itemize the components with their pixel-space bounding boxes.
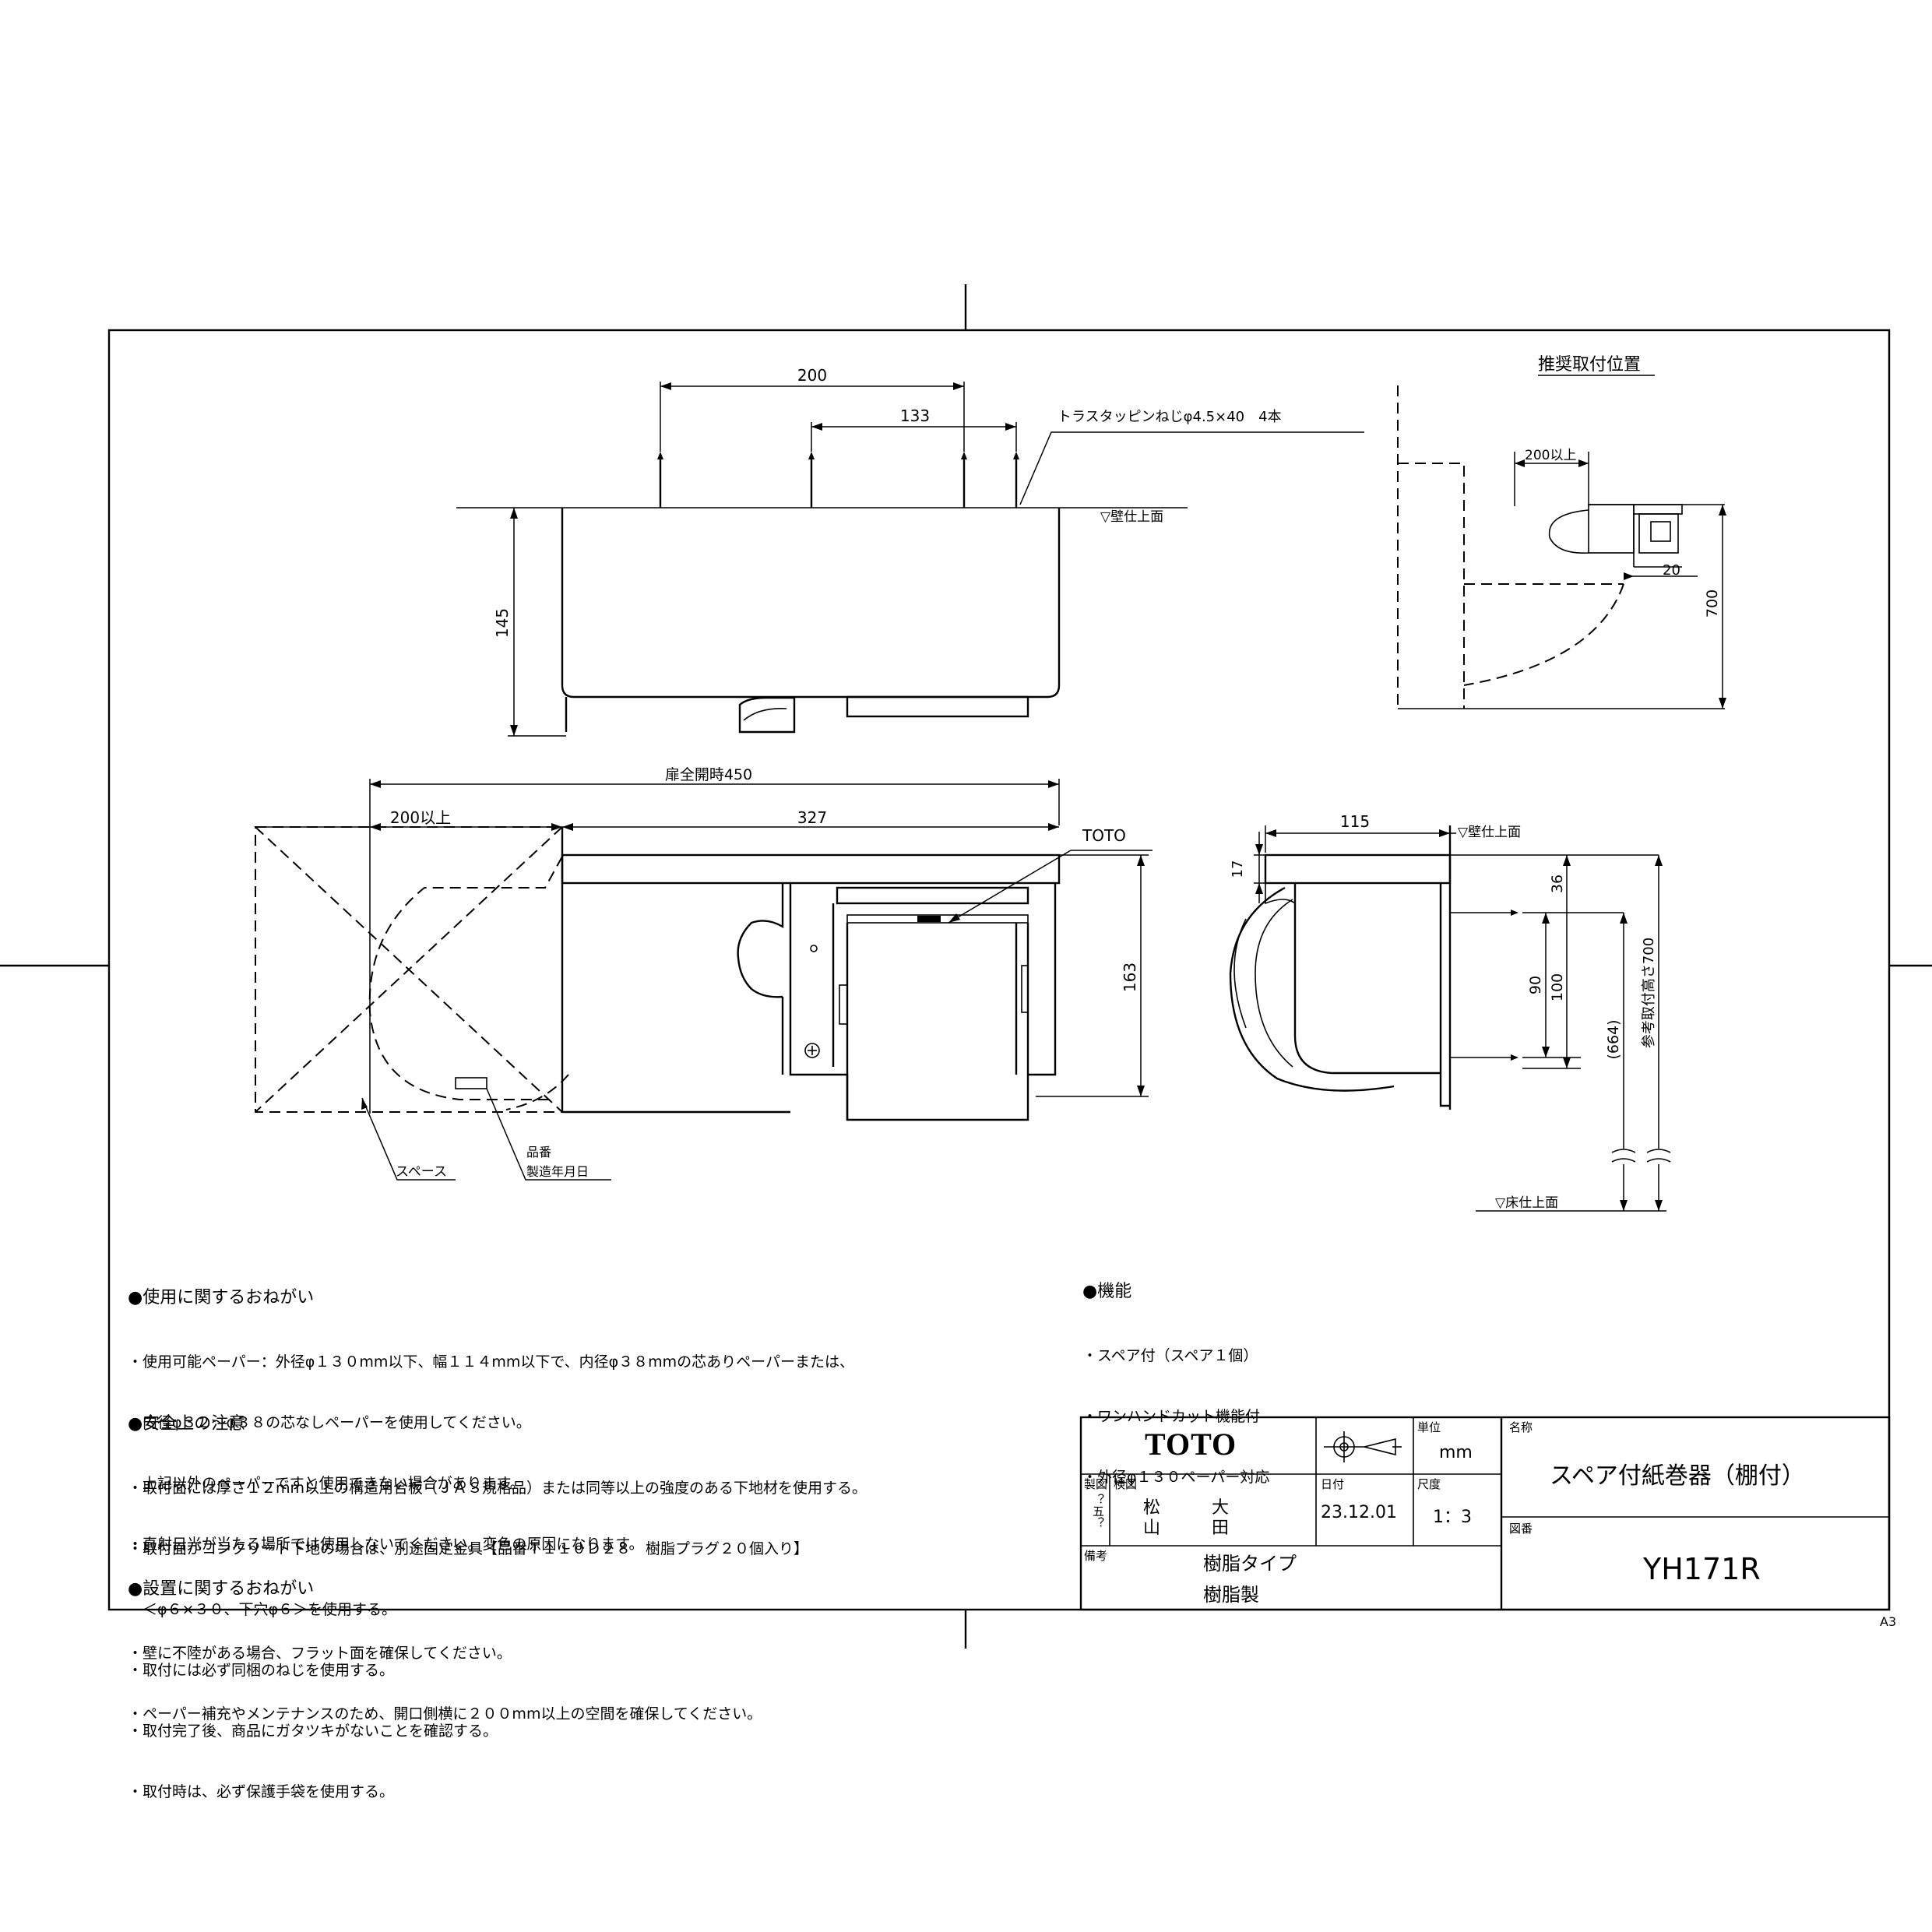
name-label: 名称 <box>1509 1420 1533 1434</box>
sheet-frame <box>0 284 1932 1649</box>
recommended-title: 推奨取付位置 <box>1538 355 1641 375</box>
unit-label: 単位 <box>1417 1420 1441 1434</box>
notes-safety-line: ＜φ６×３０、下穴φ６＞を使用する。 <box>128 1601 396 1618</box>
title-block <box>1079 1416 1891 1611</box>
rec-dim-700: 700 <box>1704 589 1721 618</box>
drawing-no-label: 図番 <box>1509 1522 1533 1536</box>
dim-115: 115 <box>1340 812 1370 831</box>
part-label-2: 製造年月日 <box>526 1164 589 1179</box>
notes-safety-line: ・取付完了後、商品にガタツキがないことを確認する。 <box>128 1723 498 1740</box>
dim-327: 327 <box>797 808 827 827</box>
dim-200-front: 200 <box>797 366 827 385</box>
notes-safety-line: ・取付面がコンクリート下地の場合は、別途固定金具【品番Ｔ１１０Ｄ２８ 樹脂プラグ… <box>128 1540 809 1557</box>
drawn-value: ？五？ <box>1091 1494 1105 1529</box>
notes-install: ●設置に関するおねがい ・壁に不陸がある場合、フラット面を確保してください。 ・… <box>128 1536 762 1744</box>
front-view: 200 133 トラスタッピンねじφ4.5×40 4本 ▽壁仕上面 145 <box>456 366 1364 737</box>
dim-145: 145 <box>493 608 512 638</box>
notes-use-line: ・使用可能ペーパー：外径φ１３０mm以下、幅１１４mm以下で、内径φ３８mmの芯… <box>128 1353 854 1371</box>
notes-install-heading: ●設置に関するおねがい <box>128 1579 315 1599</box>
dim-200-top: 200以上 <box>390 808 451 827</box>
notes-safety-heading: ●安全上の注意 <box>128 1414 246 1434</box>
notes-use: ●使用に関するおねがい ・使用可能ペーパー：外径φ１３０mm以下、幅１１４mm以… <box>128 1244 854 1575</box>
rec-dim-20: 20 <box>1663 562 1680 579</box>
part-label-1: 品番 <box>526 1145 551 1160</box>
features-line: ・ワンハンドカット機能付 <box>1082 1408 1261 1425</box>
notes-safety-line: ・取付時は、必ず保護手袋を使用する。 <box>128 1783 395 1800</box>
side-view: 115 ▽壁仕上面 17 36 90 <box>1229 812 1671 1212</box>
dim-163: 163 <box>1121 962 1139 992</box>
check-value-2: 山 田 <box>1143 1519 1230 1538</box>
remarks-1: 樹脂タイプ <box>1203 1553 1297 1575</box>
floor-label: ▽床仕上面 <box>1495 1195 1558 1211</box>
rec-dim-200: 200以上 <box>1525 448 1576 463</box>
notes-use-heading: ●使用に関するおねがい <box>128 1288 315 1307</box>
notes-safety-line: ・取付には必ず同梱のねじを使用する。 <box>128 1662 395 1679</box>
check-value-1: 松 大 <box>1143 1498 1230 1518</box>
top-view: 扉全開時450 200以上 327 <box>255 766 1153 1181</box>
screw-label: トラスタッピンねじφ4.5×40 4本 <box>1057 409 1282 425</box>
name-value: スペア付紙巻器（棚付） <box>1550 1462 1805 1490</box>
space-label: スペース <box>396 1164 447 1180</box>
check-label: 検図 <box>1114 1477 1138 1491</box>
drawn-label: 製図 <box>1084 1477 1108 1491</box>
screws <box>657 452 1019 508</box>
drawing-no-value: YH171R <box>1643 1552 1761 1586</box>
unit-value: mm <box>1439 1443 1473 1462</box>
notes-use-line: ・直射日光が当たる場所では使用しないでください。変色の原因になります。 <box>128 1536 644 1553</box>
wall-label-front: ▽壁仕上面 <box>1100 509 1163 525</box>
dim-664: (664) <box>1605 1019 1622 1059</box>
dim-133: 133 <box>900 406 930 425</box>
notes-install-line: ・ペーパー補充やメンテナンスのため、開口側横に２００mm以上の空間を確保してくだ… <box>128 1705 762 1723</box>
dim-36: 36 <box>1549 875 1566 893</box>
sheet-size: A3 <box>1880 1614 1896 1629</box>
remarks-label: 備考 <box>1084 1549 1108 1563</box>
notes-use-line: 内径φ３２～φ３８の芯なしペーパーを使用してください。 <box>128 1414 531 1431</box>
notes-use-line: 上記以外のペーパーですと使用できない場合があります。 <box>128 1475 525 1492</box>
projection-symbol <box>1324 1431 1402 1462</box>
notes-safety-line: ・取付面には厚さ１２mm以上の構造用合板（ＪＡＳ規格品）または同等以上の強度のあ… <box>128 1480 867 1497</box>
date-value: 23.12.01 <box>1321 1503 1397 1522</box>
features-line: ・スペア付（スペア１個） <box>1082 1347 1258 1364</box>
dim-17: 17 <box>1230 860 1246 878</box>
scale-label: 尺度 <box>1417 1477 1441 1491</box>
date-label: 日付 <box>1321 1477 1345 1491</box>
toto-label: TOTO <box>1082 826 1126 845</box>
toto-logo: TOTO <box>1145 1427 1237 1462</box>
recommended-position: 推奨取付位置 200以上 20 700 <box>1397 355 1726 709</box>
dim-100: 100 <box>1549 973 1566 1001</box>
dim-90: 90 <box>1527 976 1544 994</box>
features-heading: ●機能 <box>1082 1282 1132 1301</box>
scale-value: 1：3 <box>1433 1508 1472 1527</box>
features: ●機能 ・スペア付（スペア１個） ・ワンハンドカット機能付 ・外径φ１３０ペーパ… <box>1082 1238 1269 1508</box>
notes-safety: ●安全上の注意 ・取付面には厚さ１２mm以上の構造用合板（ＪＡＳ規格品）または同… <box>128 1371 867 1822</box>
space-area <box>255 826 569 1113</box>
dim-450: 扉全開時450 <box>665 766 752 783</box>
notes-install-line: ・壁に不陸がある場合、フラット面を確保してください。 <box>128 1645 512 1662</box>
wall-label-side: ▽壁仕上面 <box>1458 825 1521 840</box>
features-line: ・外径φ１３０ペーパー対応 <box>1082 1469 1270 1486</box>
remarks-2: 樹脂製 <box>1203 1584 1259 1606</box>
dim-700-side: 参考取付高さ700 <box>1641 938 1657 1048</box>
